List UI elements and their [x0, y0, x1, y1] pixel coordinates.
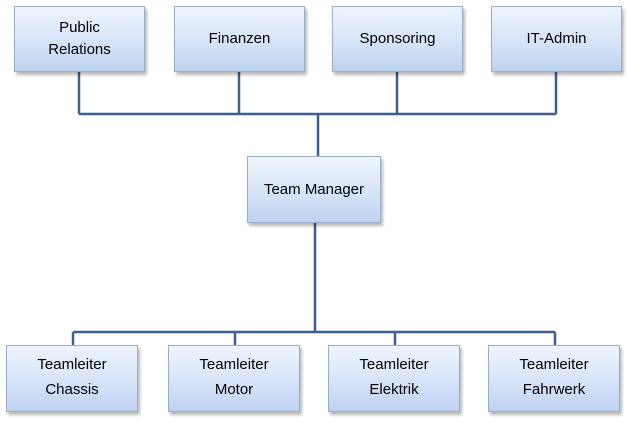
node-label-line2: Motor — [214, 381, 254, 399]
node-label-line2: Chassis — [45, 381, 99, 399]
node-label-line2: Relations — [48, 41, 111, 58]
node-label-line2: Elektrik — [369, 381, 419, 399]
node-it-admin: IT-Admin — [491, 6, 622, 72]
node-label-line1: Teamleiter — [199, 355, 269, 373]
node-label: Finanzen — [208, 30, 271, 47]
node-label-line1: Teamleiter — [519, 355, 589, 373]
node-public-relations: Public Relations — [14, 6, 145, 72]
node-teamleiter-elektrik: Teamleiter Elektrik — [328, 345, 460, 412]
node-finanzen: Finanzen — [174, 6, 305, 72]
node-teamleiter-chassis: Teamleiter Chassis — [6, 345, 138, 412]
node-label-line2: Fahrwerk — [522, 381, 586, 399]
node-team-manager: Team Manager — [247, 156, 381, 223]
node-label: Sponsoring — [359, 30, 436, 47]
node-label: Team Manager — [263, 180, 365, 198]
node-label-line1: Teamleiter — [359, 355, 429, 373]
node-teamleiter-motor: Teamleiter Motor — [168, 345, 300, 412]
node-label-line1: Public — [59, 19, 100, 36]
node-teamleiter-fahrwerk: Teamleiter Fahrwerk — [488, 345, 620, 412]
node-sponsoring: Sponsoring — [332, 6, 463, 72]
node-label: IT-Admin — [526, 30, 587, 47]
node-label-line1: Teamleiter — [37, 355, 107, 373]
